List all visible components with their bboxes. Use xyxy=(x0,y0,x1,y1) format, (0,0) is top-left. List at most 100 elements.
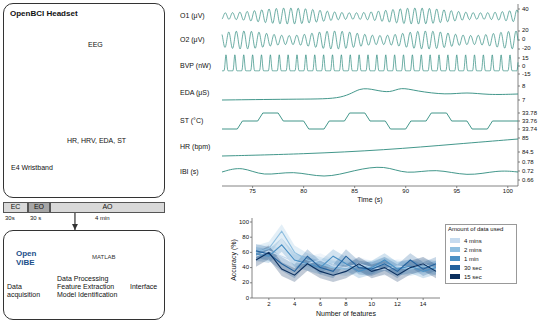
plot-label: 33.78 xyxy=(522,110,537,117)
tick-mark xyxy=(518,152,520,153)
plot-label: 90 xyxy=(402,188,409,195)
plot-label: MATLAB xyxy=(92,254,116,261)
node-text: OpenBCI Headset xyxy=(10,9,78,18)
plot-label: 0 xyxy=(522,36,525,43)
plot-label: 10 xyxy=(368,301,375,308)
plot-label: 20 xyxy=(242,279,249,286)
legend-swatch xyxy=(450,274,460,279)
plot-label: 95 xyxy=(453,188,460,195)
node-text: HR, HRV, EDA, ST xyxy=(67,137,126,145)
phase-box: EC xyxy=(3,202,28,213)
plot-label: 20 xyxy=(522,27,529,34)
signal-trace xyxy=(222,89,518,100)
plot-label: Time (s) xyxy=(357,196,382,204)
plot-label: 0.78 xyxy=(522,159,534,166)
tick-mark xyxy=(268,298,269,300)
plot-label: Open ViBE xyxy=(16,249,46,267)
plot-label: 4 xyxy=(293,301,296,308)
plot-label: 100 xyxy=(239,219,249,226)
tick-mark xyxy=(250,237,252,238)
plot-label: 84.5 xyxy=(522,149,534,156)
plot-label: 0 xyxy=(522,63,525,70)
plot-label: 0 xyxy=(246,295,249,302)
tick-mark xyxy=(250,267,252,268)
plot-label: 8 xyxy=(522,83,525,90)
plot-label: 75 xyxy=(249,188,256,195)
tick-mark xyxy=(518,113,520,114)
accuracy-line xyxy=(256,245,436,272)
signal-trace xyxy=(222,31,518,49)
tick-mark xyxy=(320,298,321,300)
plot-label: 85 xyxy=(522,135,529,142)
legend-swatch xyxy=(450,265,460,270)
plot-label: 100 xyxy=(503,188,513,195)
plot-axis xyxy=(222,4,518,186)
plot-label: HR (bpm) xyxy=(180,143,210,151)
tick-mark xyxy=(518,74,520,75)
plot-label: 8 xyxy=(344,301,347,308)
tick-mark xyxy=(250,222,252,223)
plot-label: 7 xyxy=(522,97,525,104)
plot-label: 80 xyxy=(242,234,249,241)
tick-mark xyxy=(518,138,520,139)
legend-swatch xyxy=(450,256,460,261)
plot-label: 60 xyxy=(242,249,249,256)
accuracy-chart xyxy=(250,218,440,300)
signal-trace xyxy=(222,113,518,129)
node-text: EEG xyxy=(88,41,103,49)
tick-mark xyxy=(518,171,520,172)
plot-label: BVP (nW) xyxy=(180,62,211,70)
tick-mark xyxy=(354,186,355,188)
legend-box: 4 mins2 mins1 min30 sec15 sec xyxy=(445,224,517,284)
plot-label: 14 xyxy=(420,301,427,308)
plot-label: ST (°C) xyxy=(180,117,203,125)
node-text: Interface xyxy=(130,283,157,291)
plot-label: 30s xyxy=(5,215,15,222)
flow-arrow xyxy=(74,213,75,230)
plot-label: 80 xyxy=(300,188,307,195)
legend-row: 4 mins xyxy=(450,236,516,245)
legend-text: 4 mins xyxy=(464,238,482,244)
plot-label: 30 s xyxy=(30,215,41,222)
tick-mark xyxy=(518,58,520,59)
tick-mark xyxy=(518,100,520,101)
plot-label: 33.76 xyxy=(522,118,537,125)
node-text: Data Processing Feature Extraction Model… xyxy=(57,275,125,299)
signal-trace xyxy=(222,167,518,176)
plot-label: -20 xyxy=(522,45,531,52)
chart-axis xyxy=(252,218,440,298)
tick-mark xyxy=(518,86,520,87)
node-text: AO xyxy=(102,203,112,211)
legend-row: 15 sec xyxy=(450,272,516,281)
tick-mark xyxy=(405,186,406,188)
plot-label: 2 xyxy=(267,301,270,308)
plot-label: 33.74 xyxy=(522,126,537,133)
legend-row: 1 min xyxy=(450,254,516,263)
processing-box: Data acquisitionData Processing Feature … xyxy=(3,230,165,320)
plot-label: 40 xyxy=(522,6,529,13)
node-text: EC xyxy=(11,203,21,211)
tick-mark xyxy=(294,298,295,300)
legend-text: 15 sec xyxy=(464,274,482,280)
node-text: E4 Wristband xyxy=(11,164,53,172)
legend-text: 2 mins xyxy=(464,247,482,253)
tick-mark xyxy=(518,162,520,163)
tick-mark xyxy=(346,298,347,300)
plot-label: 0.72 xyxy=(522,168,534,175)
plot-label: 0.66 xyxy=(522,177,534,184)
signal-plot xyxy=(222,4,520,188)
tick-mark xyxy=(518,121,520,122)
plot-label: O2 (μV) xyxy=(180,36,205,44)
tick-mark xyxy=(456,186,457,188)
plot-label: EDA (μS) xyxy=(180,89,209,97)
plot-label: Accuracy (%) xyxy=(230,239,238,281)
plot-label: -15 xyxy=(522,71,531,78)
plot-label: 40 xyxy=(242,264,249,271)
plot-label: Amount of data used xyxy=(448,226,503,233)
node-text: EO xyxy=(34,203,44,211)
tick-mark xyxy=(303,186,304,188)
system-box: OpenBCI HeadsetEEG E4 Wristband HR, HRV, E… xyxy=(3,3,165,198)
plot-label: O1 (μV) xyxy=(180,12,205,20)
node-text: Data acquisition xyxy=(7,283,53,299)
tick-mark xyxy=(518,129,520,130)
